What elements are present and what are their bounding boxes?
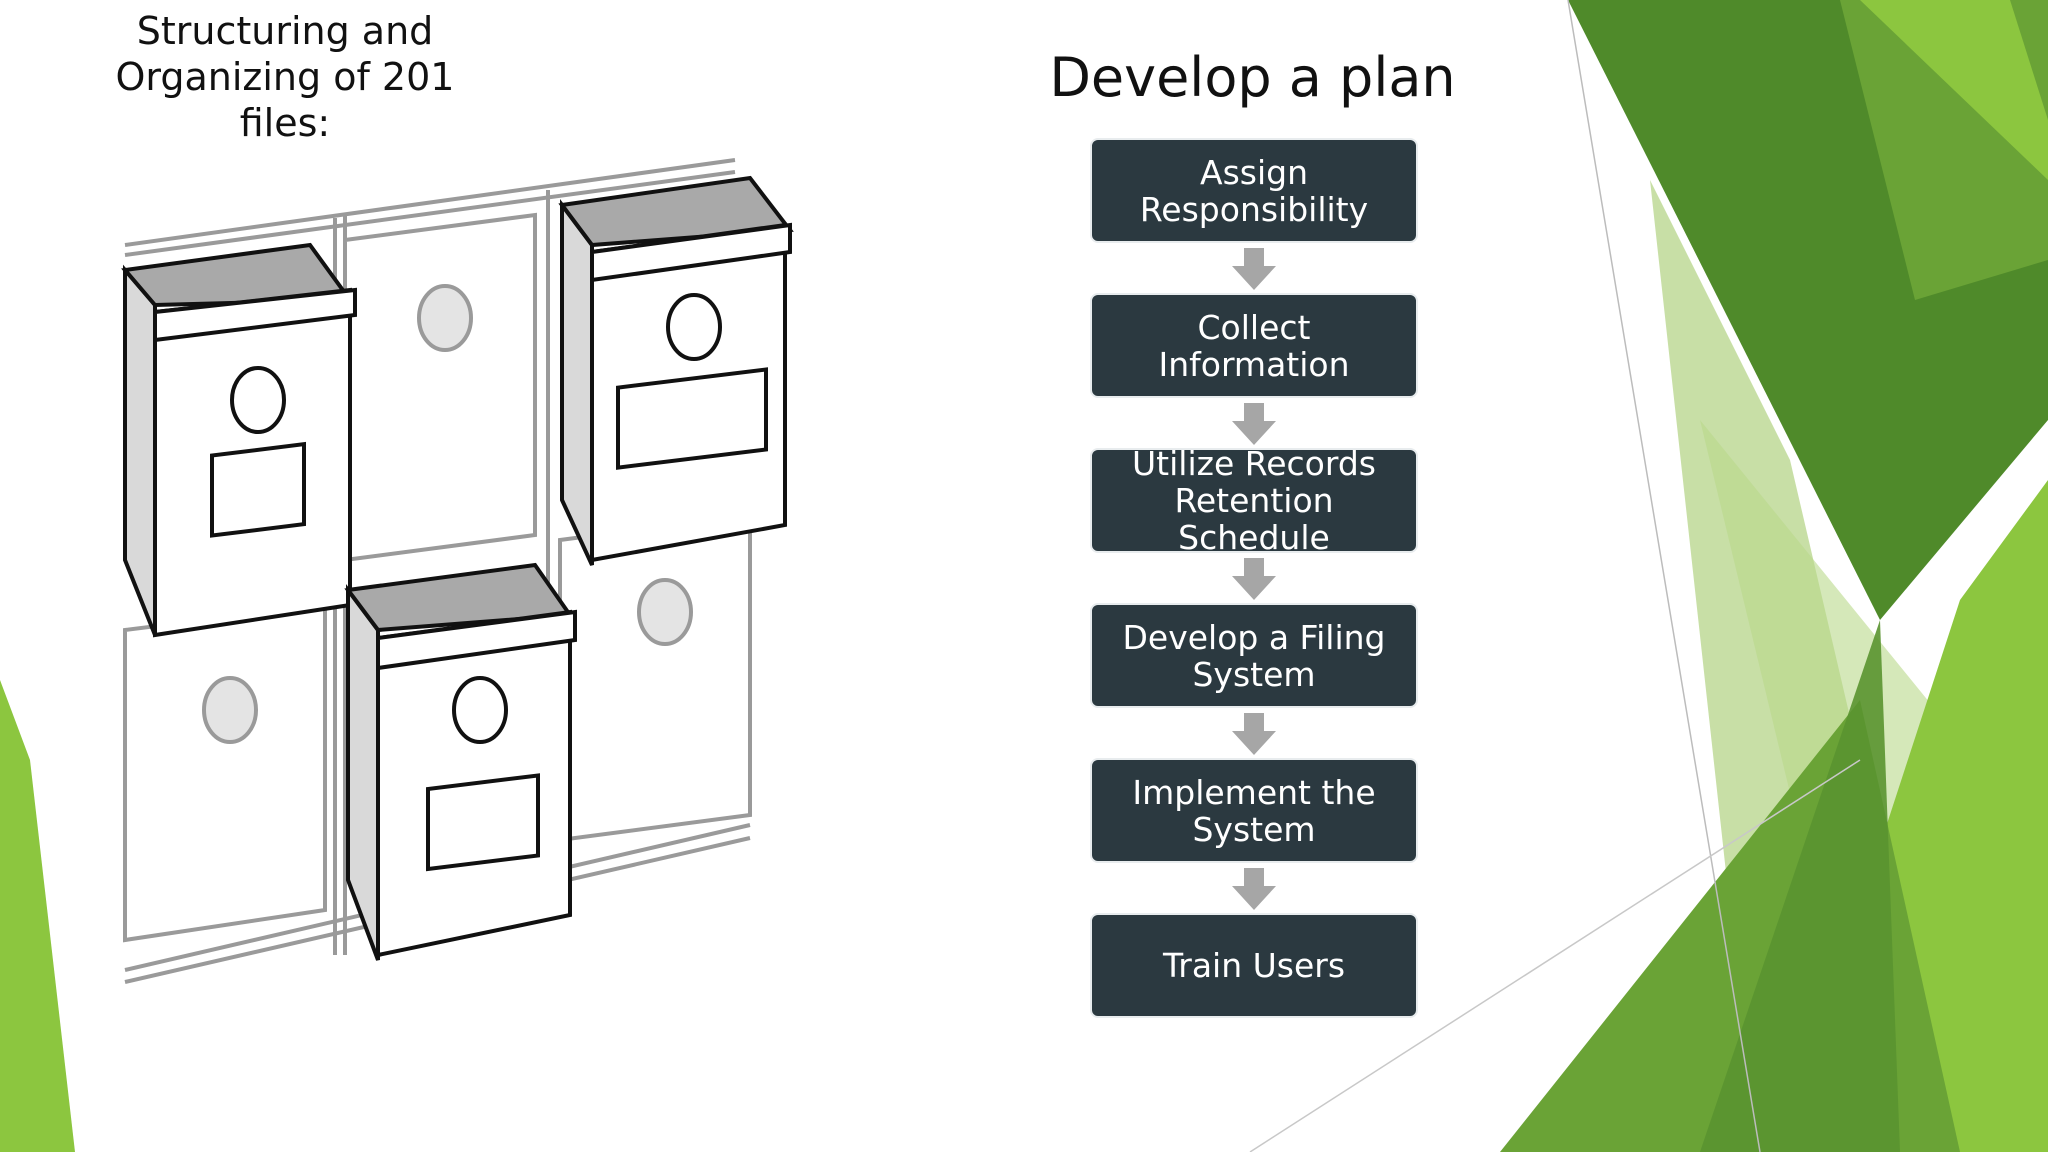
closed-drawer-bottom-right [558,512,752,843]
down-arrow-icon [1232,243,1276,293]
open-drawer-2-handle [666,293,722,361]
cabinet-top-rail-2 [124,170,736,257]
closed-drawer-top-middle [343,212,537,563]
open-drawer-1-lip [153,287,357,343]
thin-diagonal-line [1567,0,1761,1152]
closed-drawer-bottom-left [123,602,327,943]
green-facet-left [0,680,75,1152]
slide-title: Develop a plan [1049,46,1456,109]
illustration-caption: Structuring and Organizing of 201 files: [115,9,455,145]
open-drawer-1-label [210,441,306,538]
step-utilize-retention-schedule: Utilize Records Retention Schedule [1090,445,1418,556]
down-arrow-icon [1232,553,1276,603]
step-assign-responsibility: Assign Responsibility [1090,138,1418,243]
open-drawer-2-label [616,367,768,470]
open-drawer-3-side [346,584,380,961]
thin-diagonal-line-2 [1249,759,1861,1152]
open-drawer-3-handle [452,676,508,744]
green-facet-light [1860,0,2048,180]
step-train-users: Train Users [1090,913,1418,1018]
down-arrow-icon [1232,398,1276,448]
step-collect-information: Collect Information [1090,293,1418,398]
open-drawer-3-lip [376,609,577,671]
open-drawer-2-side [560,199,594,566]
handle-closed-2 [202,676,258,744]
open-drawer-3-label [426,773,540,872]
step-develop-filing-system: Develop a Filing System [1090,603,1418,708]
process-flowchart: Assign Responsibility Collect Informatio… [1090,138,1418,1018]
down-arrow-icon [1232,708,1276,758]
step-implement-system: Implement the System [1090,758,1418,863]
open-drawer-1-side [123,264,157,636]
open-drawer-2-lip [590,222,792,283]
open-drawer-1-handle [230,366,286,434]
handle-closed-1 [417,284,473,352]
file-cabinet-drawers-icon [121,158,794,984]
handle-closed-3 [637,578,693,646]
green-facet-bottom-dark [1700,620,1900,1152]
cabinet-top-rail [124,158,736,247]
down-arrow-icon [1232,863,1276,913]
